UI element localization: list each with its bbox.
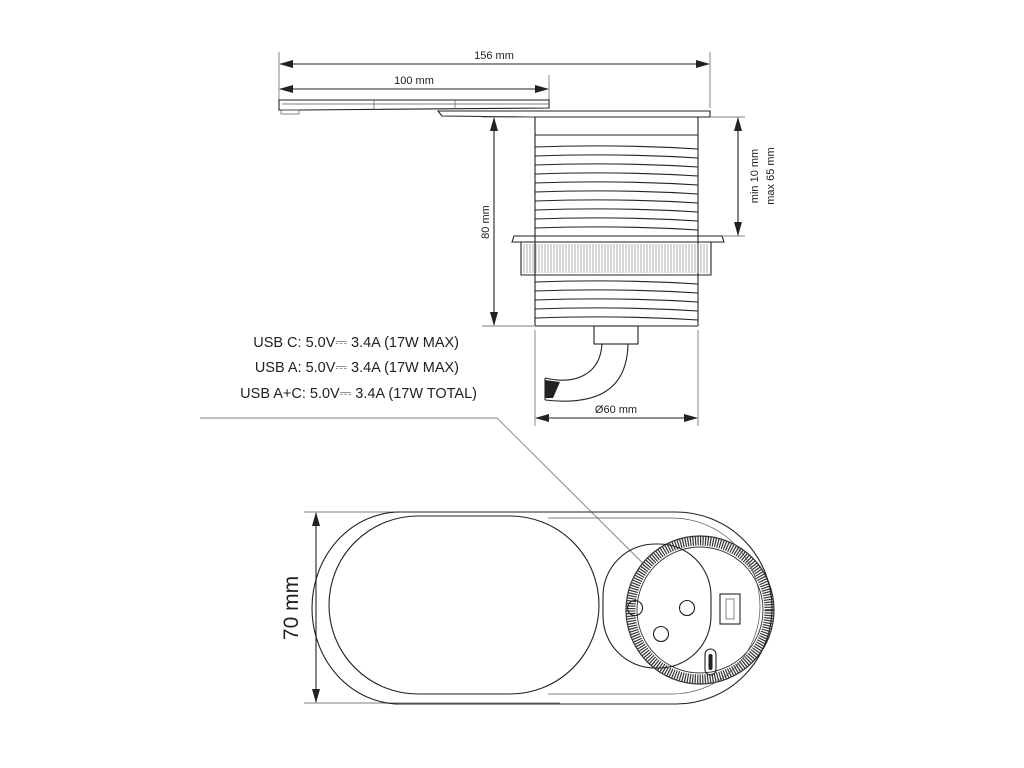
closed-lid: [328, 515, 600, 695]
thread-line: [534, 298, 699, 303]
dim-diameter: Ø60 mm: [595, 404, 637, 416]
thread-line: [534, 199, 699, 204]
thread-line: [534, 226, 699, 231]
thread-line: [534, 316, 699, 321]
usb-a-port: [719, 593, 741, 625]
power-socket: [602, 543, 712, 669]
thread-line: [534, 280, 699, 285]
threaded-body: [534, 117, 699, 327]
thread-line: [534, 181, 699, 186]
usb-c-port: [704, 648, 717, 676]
thread-line: [534, 208, 699, 213]
thread-line: [534, 172, 699, 177]
thread-line: [534, 154, 699, 159]
dim-lid-length: 100 mm: [394, 75, 434, 87]
opened-lid: [278, 99, 550, 115]
spec-usb-a: USB A: 5.0V⎓ 3.4A (17W MAX): [255, 360, 459, 376]
mounting-nut: [511, 235, 725, 276]
spec-usb-c: USB C: 5.0V⎓ 3.4A (17W MAX): [253, 335, 459, 351]
dim-thickness-min: min 10 mm: [749, 149, 761, 203]
side-view: 156 mm 100 mm 80 mm min 10 mm max 65 mm …: [278, 50, 777, 426]
thread-line: [534, 217, 699, 222]
thread-line: [534, 307, 699, 312]
dim-total-length: 156 mm: [474, 50, 514, 62]
dim-width: 70 mm: [280, 576, 303, 640]
thread-line: [534, 190, 699, 195]
cable: [544, 325, 639, 402]
knurled-ring: [625, 535, 775, 685]
spec-usb-a-c: USB A+C: 5.0V⎓ 3.4A (17W TOTAL): [240, 386, 477, 402]
dim-height: 80 mm: [480, 205, 492, 239]
top-view: 70 mm: [280, 511, 775, 705]
thread-line: [534, 145, 699, 150]
dim-thickness-max: max 65 mm: [765, 147, 777, 204]
usb-specs: USB C: 5.0V⎓ 3.4A (17W MAX) USB A: 5.0V⎓…: [240, 335, 477, 402]
thread-line: [534, 289, 699, 294]
thread-line: [534, 163, 699, 168]
